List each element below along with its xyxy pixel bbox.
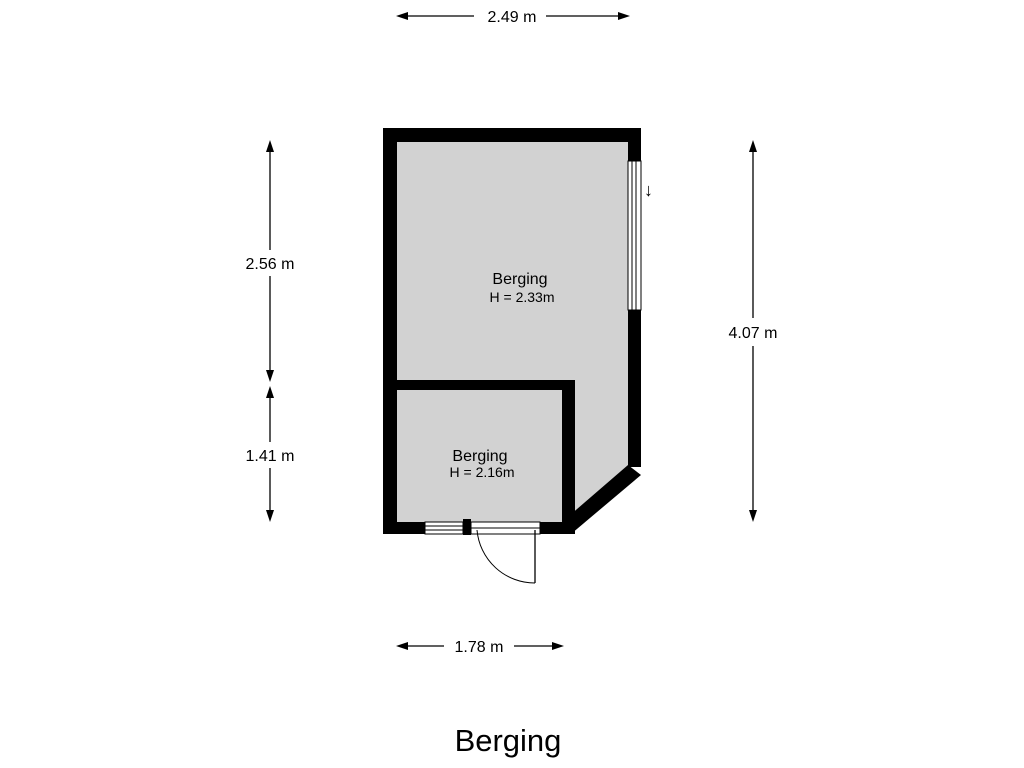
door [470,521,541,584]
dimension-left-upper: 2.56 m [246,140,295,382]
dimension-right-total: 4.07 m [729,140,778,522]
window-opening-arrow: ↓ [644,180,653,200]
floor-berging-large [397,142,628,522]
dimension-top-width: 2.49 m [396,9,630,26]
dimension-left-upper-label: 2.56 m [246,256,295,273]
dimension-left-lower-label: 1.41 m [246,448,295,465]
dimension-bottom-width-label: 1.78 m [455,639,504,656]
plan-title: Berging [455,723,562,758]
room-name-large: Berging [492,271,547,288]
dimension-right-total-label: 4.07 m [729,325,778,342]
room-name-small: Berging [452,448,507,465]
walls [383,128,641,535]
room-height-small: H = 2.16m [450,464,515,480]
dimension-bottom-width: 1.78 m [396,639,564,656]
door-swing-arc [476,529,536,584]
dimension-top-width-label: 2.49 m [488,9,537,26]
dimension-left-lower: 1.41 m [246,386,295,522]
floor-berging-small [397,390,562,522]
window-bottom [424,521,464,535]
room-height-large: H = 2.33m [490,289,555,305]
window-right [627,160,642,311]
